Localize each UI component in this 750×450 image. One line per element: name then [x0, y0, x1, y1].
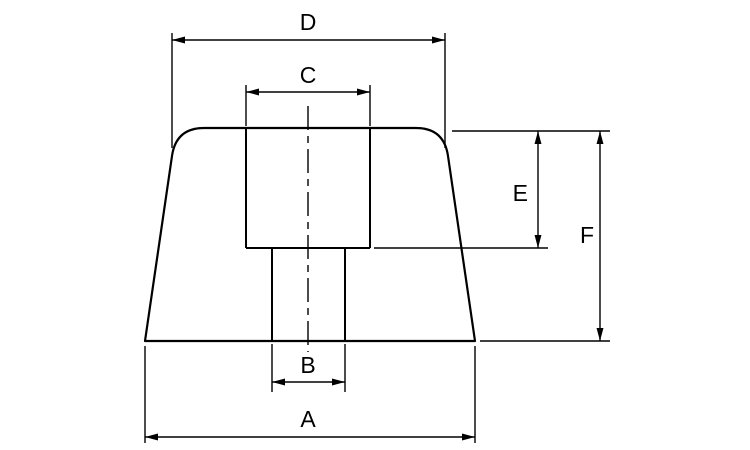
- dimension-e: E: [374, 131, 548, 249]
- part-outline: [143, 126, 477, 343]
- dim-label-d: D: [300, 9, 317, 35]
- dim-label-f: F: [580, 222, 594, 248]
- dim-label-a: A: [300, 406, 316, 432]
- dim-label-e: E: [513, 180, 528, 206]
- dim-label-b: B: [300, 352, 315, 378]
- dimension-a: A: [144, 346, 476, 443]
- dim-label-c: C: [300, 62, 317, 88]
- dimension-b: B: [271, 344, 346, 392]
- dimension-c: C: [245, 62, 371, 126]
- dimension-d: D: [171, 9, 446, 148]
- part-cross-section: [143, 106, 477, 352]
- dimension-f: F: [480, 131, 610, 342]
